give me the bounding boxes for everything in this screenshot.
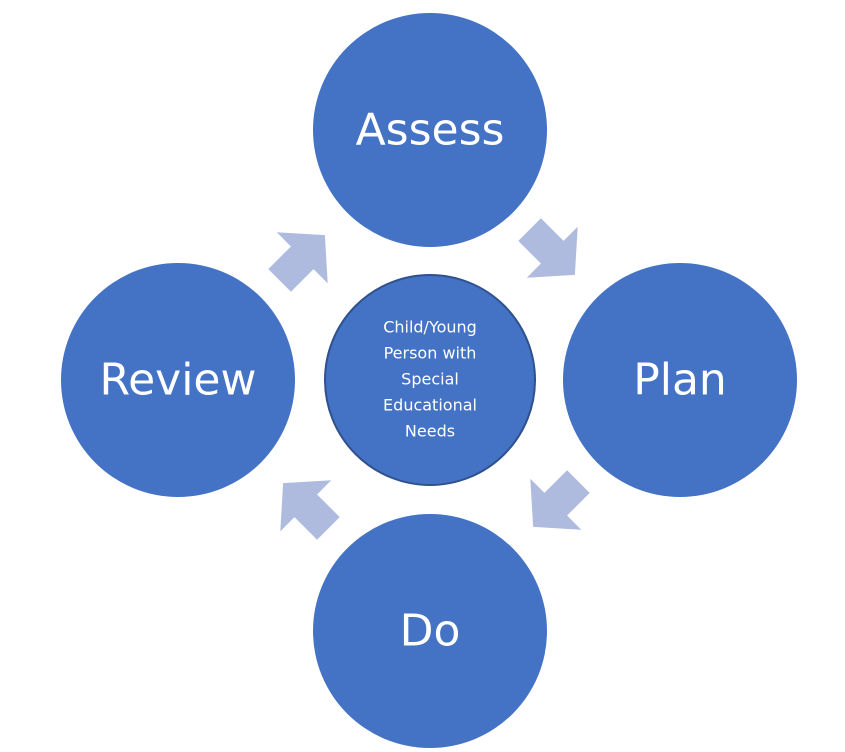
stage-label-assess: Assess — [356, 105, 505, 156]
center-label-line-4: Educational — [383, 396, 477, 415]
arrow-assess-to-plan-icon — [518, 218, 578, 278]
stage-label-plan: Plan — [633, 355, 727, 406]
stage-node-review: Review — [61, 263, 295, 497]
stage-label-review: Review — [100, 355, 257, 406]
center-label-line-1: Child/Young — [383, 318, 477, 337]
arrow-review-to-assess-icon — [268, 232, 328, 292]
center-label-line-2: Person with — [384, 344, 477, 363]
stage-node-plan: Plan — [563, 263, 797, 497]
arrow-plan-to-do-icon — [530, 470, 590, 530]
stage-node-assess: Assess — [313, 13, 547, 247]
stage-label-do: Do — [400, 606, 461, 657]
arrow-do-to-review-icon — [280, 480, 340, 540]
center-label-line-5: Needs — [405, 422, 455, 441]
center-label-line-3: Special — [401, 370, 459, 389]
stage-node-do: Do — [313, 514, 547, 748]
center-node: Child/Young Person with Special Educatio… — [324, 274, 536, 486]
